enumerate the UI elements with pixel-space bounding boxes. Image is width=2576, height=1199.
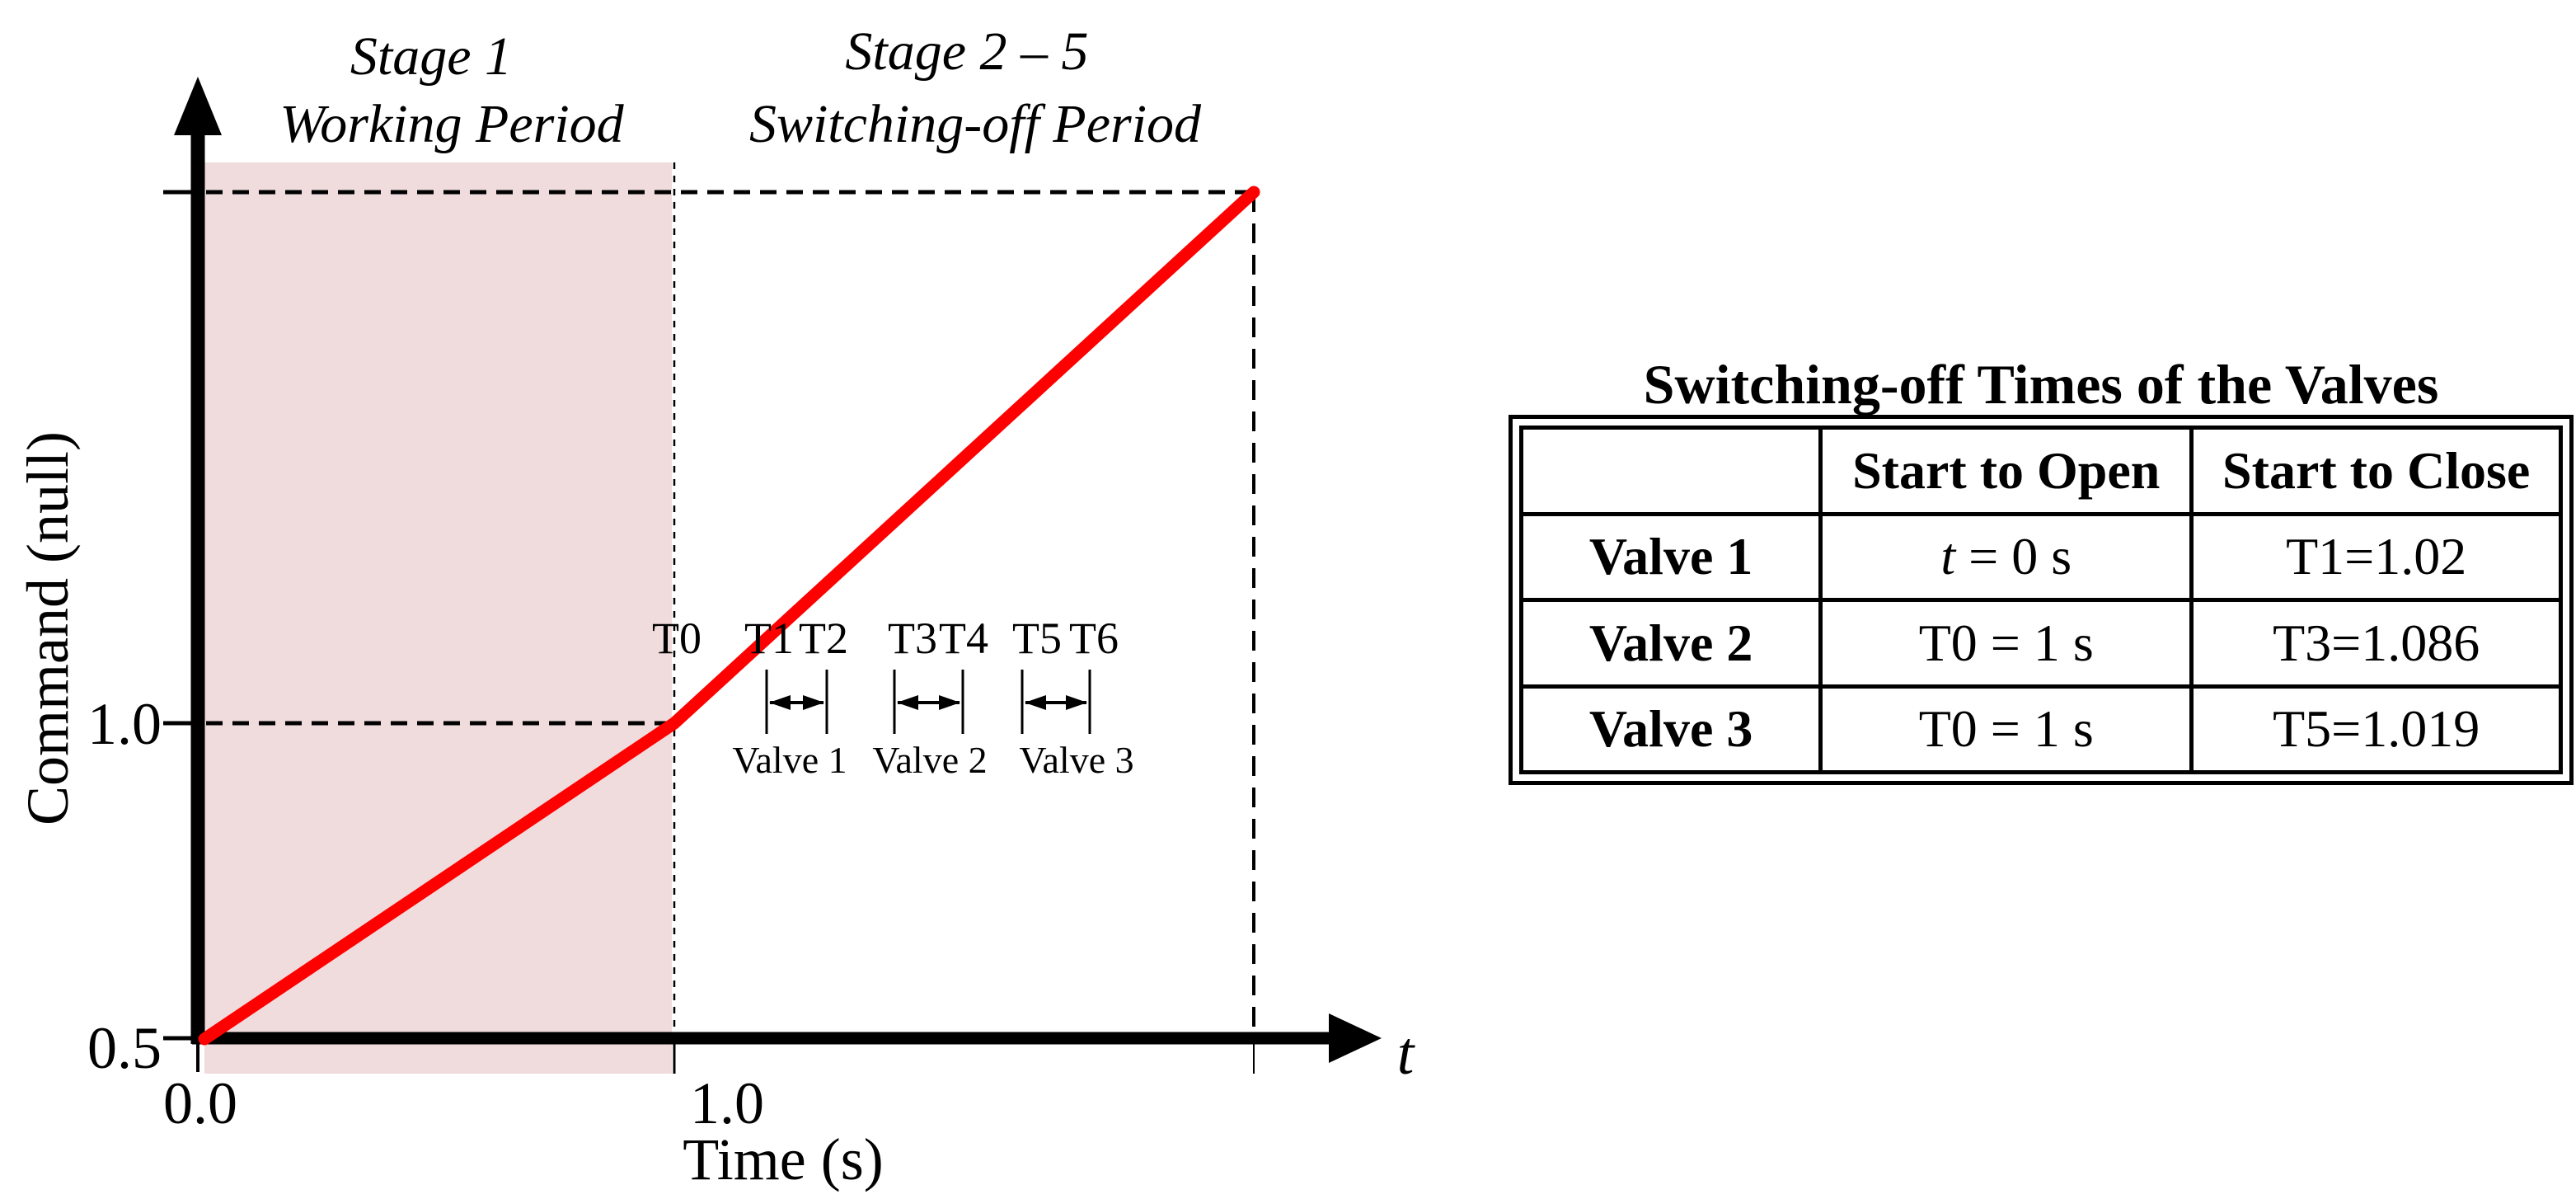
stage1-label-line1: Stage 1	[350, 26, 512, 87]
row-valve3-name: Valve 3	[1518, 684, 1823, 774]
row-valve1-name: Valve 1	[1518, 511, 1823, 602]
stage2-label-line2: Switching-off Period	[749, 94, 1202, 154]
marker-t6-label: T6	[1069, 614, 1119, 663]
row-valve1-open-var: t	[1940, 527, 1956, 586]
row-valve2-name: Valve 2	[1518, 598, 1823, 689]
xtick-0.0-label: 0.0	[163, 1070, 237, 1136]
y-axis-label: Command (null)	[15, 431, 81, 825]
valve3-interval-label: Valve 3	[1019, 739, 1133, 781]
xtick-1.0-label: 1.0	[690, 1070, 764, 1136]
ytick-1.0-label: 1.0	[87, 691, 162, 757]
table-row: Valve 3 T0 = 1 s T5=1.019	[1518, 684, 2563, 774]
table-header-row: Start to Open Start to Close	[1518, 426, 2563, 516]
row-valve1-close: T1=1.02	[2189, 511, 2563, 602]
valve-times-table: Start to Open Start to Close Valve 1 t =…	[1509, 415, 2574, 785]
marker-t3-label: T3	[888, 614, 937, 663]
table-title: Switching-off Times of the Valves	[1643, 353, 2439, 416]
x-axis-arrowhead-icon	[1329, 1013, 1382, 1063]
row-valve1-open-rest: = 0 s	[1955, 527, 2072, 586]
valve2-interval-label: Valve 2	[872, 739, 987, 781]
row-valve2-open-rest: T0 = 1 s	[1918, 613, 2094, 672]
marker-t4-label: T4	[939, 614, 988, 663]
row-valve3-open-rest: T0 = 1 s	[1918, 699, 2094, 759]
ytick-0.5-label: 0.5	[87, 1015, 162, 1081]
stage1-shaded-region	[204, 162, 672, 1074]
stage2-label-line1: Stage 2 – 5	[845, 21, 1088, 82]
valve3-interval	[1021, 670, 1091, 734]
row-valve2-open: T0 = 1 s	[1818, 598, 2194, 689]
valve2-interval	[893, 670, 964, 734]
x-axis-variable-label: t	[1397, 1020, 1416, 1088]
row-valve1-open: t = 0 s	[1818, 511, 2194, 602]
header-start-to-open: Start to Open	[1818, 426, 2194, 516]
row-valve3-close: T5=1.019	[2189, 684, 2563, 774]
command-curve	[198, 186, 1260, 1046]
marker-t5-label: T5	[1012, 614, 1062, 663]
marker-t2-label: T2	[799, 614, 848, 663]
header-start-to-close: Start to Close	[2189, 426, 2563, 516]
valve1-interval	[765, 670, 828, 734]
marker-t0-label: T0	[652, 614, 701, 663]
y-axis-arrowhead-icon	[174, 77, 222, 135]
stage1-label-line2: Working Period	[279, 94, 624, 154]
row-valve3-open: T0 = 1 s	[1818, 684, 2194, 774]
header-empty-cell	[1518, 426, 1823, 516]
row-valve2-close: T3=1.086	[2189, 598, 2563, 689]
x-axis-label: Time (s)	[683, 1126, 883, 1192]
table-row: Valve 2 T0 = 1 s T3=1.086	[1518, 598, 2563, 689]
valve1-interval-label: Valve 1	[732, 739, 847, 781]
marker-t1-label: T1	[744, 614, 794, 663]
table-row: Valve 1 t = 0 s T1=1.02	[1518, 511, 2563, 602]
